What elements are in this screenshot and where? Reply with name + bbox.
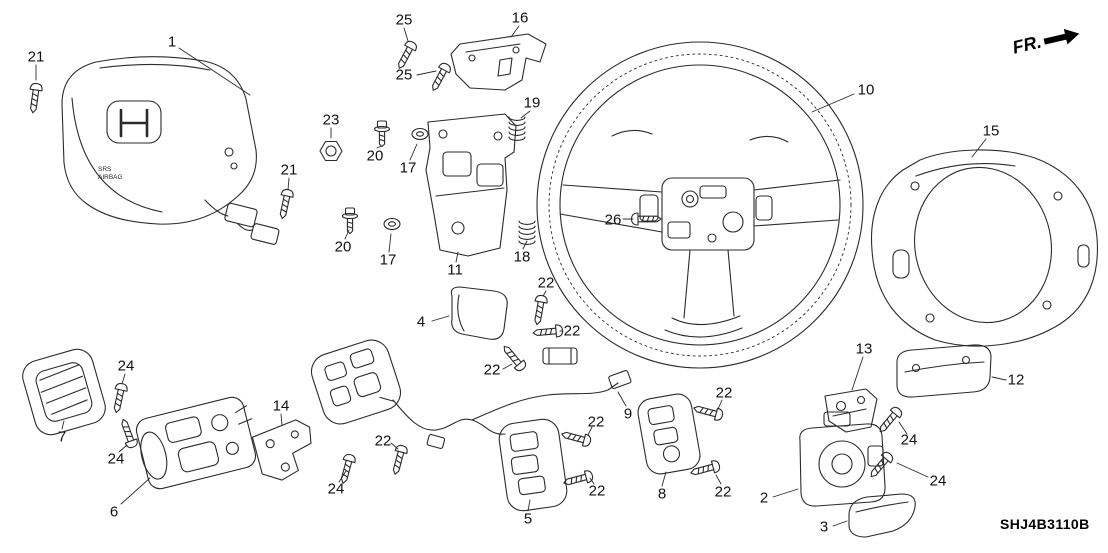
leader-lines (35, 25, 1007, 527)
cable-reel-drawing (799, 411, 886, 507)
bracket-upper-drawing (450, 33, 547, 91)
screw-icon (630, 212, 662, 226)
screw-icon (530, 294, 549, 327)
harness-wire-drawing (392, 347, 632, 449)
remote-switch-left-drawing (310, 339, 402, 425)
screw-icon (559, 427, 593, 449)
screw-icon (393, 38, 419, 72)
fasteners (26, 38, 905, 490)
bolt-icon (373, 120, 391, 148)
column-cover-drawing (848, 493, 916, 538)
bracket-lower-drawing (251, 419, 312, 481)
direction-arrow-icon (1043, 28, 1080, 45)
airbag-marking: AIRBAG (98, 174, 123, 181)
hex-nut-icon (319, 140, 343, 162)
harness-clip (542, 347, 578, 365)
airbag-pad-drawing: SRS AIRBAG (61, 56, 280, 245)
screw-icon (116, 416, 140, 450)
diagram-code: SHJ4B3110B (1000, 516, 1090, 532)
steering-wheel-drawing (536, 41, 864, 369)
switch-garnish-drawing (450, 286, 508, 340)
steering-wheel-body-cover-drawing (870, 149, 1098, 347)
screw-icon (26, 82, 44, 115)
screw-icon (427, 60, 453, 94)
harness-connector (608, 370, 632, 390)
washer-icon (411, 127, 429, 141)
damper-bracket-drawing (425, 113, 517, 257)
logo-plate (106, 100, 162, 144)
screw-icon (866, 449, 896, 482)
bolt-icon (341, 207, 359, 235)
column-garnish-drawing (896, 344, 992, 398)
harness-connector (426, 433, 446, 449)
srs-marking: SRS (98, 166, 112, 173)
reel-bracket-drawing (824, 388, 878, 433)
switch-assy-drawing (637, 393, 701, 475)
switch-body-drawing (135, 396, 257, 490)
connector (224, 202, 258, 228)
screw-icon (561, 468, 595, 490)
remote-switch-right-drawing (498, 418, 568, 512)
screw-icon (875, 404, 905, 437)
screw-icon (388, 443, 410, 477)
washer-icon (383, 217, 401, 231)
screw-icon (691, 401, 725, 423)
connector (250, 223, 280, 245)
screw-icon (109, 381, 129, 415)
screw-icon (275, 187, 295, 221)
honda-h-logo-icon (119, 108, 149, 138)
switch-pad-drawing (22, 348, 106, 436)
direction-indicator: FR. (1011, 22, 1084, 58)
screw-icon (532, 323, 564, 340)
